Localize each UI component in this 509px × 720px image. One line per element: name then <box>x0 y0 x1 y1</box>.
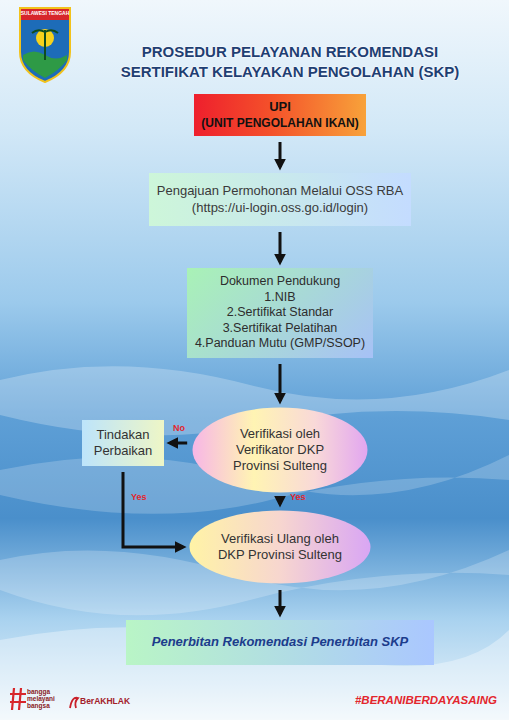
node-text: Tindakan Perbaikan <box>87 427 159 460</box>
flow-arrow <box>279 590 282 614</box>
node-content: Tindakan Perbaikan <box>87 427 159 460</box>
brand-text: BerAKHLAK <box>80 697 130 706</box>
hashtag-text: #BERANIBERDAYASAING <box>355 694 497 707</box>
node-text: Penerbitan Rekomendasi Penerbitan SKP <box>131 634 429 650</box>
process-box: Pengajuan Permohonan Melalui OSS RBA (ht… <box>149 173 411 226</box>
slogan-text: bangga melayani bangsa <box>27 689 65 709</box>
emblem-palm <box>32 30 58 60</box>
decision-ellipse: Verifikasi oleh Verifikator DKP Provinsi… <box>192 407 368 493</box>
edge-label: Yes <box>290 492 306 502</box>
end-box: Penerbitan Rekomendasi Penerbitan SKP <box>126 620 434 665</box>
flow-arrow <box>279 499 282 504</box>
diagram-title: PROSEDUR PELAYANAN REKOMENDASI SERTIFIKA… <box>105 42 475 83</box>
node-content: UPI(UNIT PENGOLAHAN IKAN) <box>198 99 362 130</box>
verify-ellipse: Verifikasi Ulang oleh DKP Provinsi Sulte… <box>189 510 371 584</box>
node-subtext: (UNIT PENGOLAHAN IKAN) <box>198 116 362 131</box>
node-text: Pengajuan Permohonan Melalui OSS RBA (ht… <box>155 183 405 216</box>
edge-label: Yes <box>131 492 147 502</box>
node-text: Verifikasi oleh Verifikator DKP Provinsi… <box>221 426 339 475</box>
node-content: Dokumen Pendukung1.NIB2.Sertifikat Stand… <box>192 274 368 352</box>
node-content: Penerbitan Rekomendasi Penerbitan SKP <box>131 634 429 650</box>
node-subtext: 1.NIB <box>192 290 368 306</box>
node-subtext: 4.Panduan Mutu (GMP/SSOP) <box>192 336 368 352</box>
node-text: Verifikasi Ulang oleh DKP Provinsi Sulte… <box>210 531 350 564</box>
node-content: Pengajuan Permohonan Melalui OSS RBA (ht… <box>155 183 405 216</box>
emblem-shield <box>20 8 70 82</box>
flow-arrow <box>279 232 282 262</box>
emblem-text: SULAWESI TENGAH <box>20 11 70 16</box>
hash-symbol <box>10 688 26 710</box>
flow-arrow <box>123 472 183 547</box>
berakhlak-symbol <box>70 698 78 708</box>
node-content: Verifikasi oleh Verifikator DKP Provinsi… <box>221 426 339 475</box>
node-text: UPI <box>198 99 362 115</box>
node-text: Dokumen Pendukung <box>192 274 368 290</box>
node-content: Verifikasi Ulang oleh DKP Provinsi Sulte… <box>210 531 350 564</box>
node-subtext: 3.Sertifikat Pelatihan <box>192 321 368 337</box>
edge-label: No <box>173 423 185 433</box>
flow-arrow <box>279 364 282 401</box>
emblem-band <box>21 9 69 20</box>
flow-arrow <box>170 442 187 445</box>
flow-arrow <box>279 142 282 167</box>
action-box: Tindakan Perbaikan <box>82 420 164 466</box>
ellipse-shape <box>193 408 368 493</box>
node-subtext: 2.Sertifikat Standar <box>192 305 368 321</box>
start-box: UPI(UNIT PENGOLAHAN IKAN) <box>194 94 366 136</box>
ellipse-shape <box>190 511 371 584</box>
document-box: Dokumen Pendukung1.NIB2.Sertifikat Stand… <box>187 268 373 358</box>
